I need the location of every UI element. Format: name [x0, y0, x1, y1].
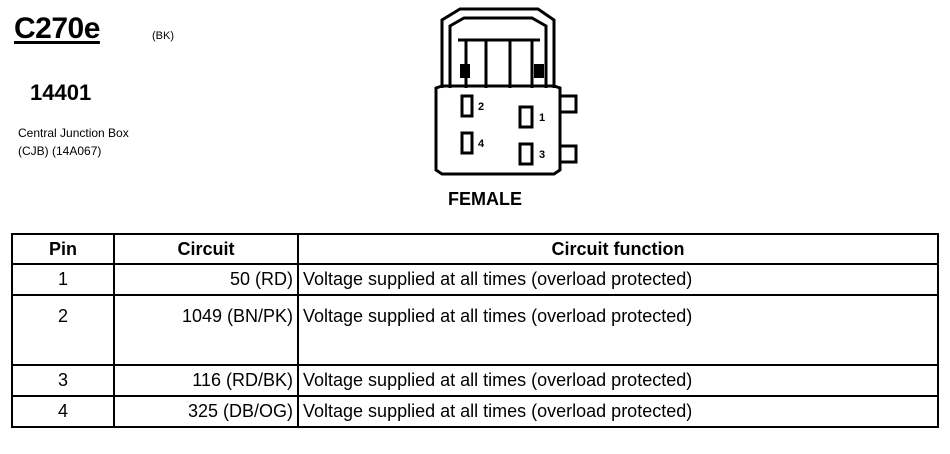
- function-cell: Voltage supplied at all times (overload …: [297, 395, 939, 428]
- function-cell: Voltage supplied at all times (overload …: [297, 364, 939, 397]
- pin-cell: 4: [11, 395, 115, 428]
- header-pin: Pin: [11, 233, 115, 265]
- cavity-3: [518, 142, 534, 166]
- pin-cell: 2: [11, 294, 115, 366]
- pinout-table: Pin Circuit Circuit function 1 50 (RD) V…: [11, 233, 939, 428]
- connector-body: [434, 84, 562, 176]
- connector-color: (BK): [152, 30, 174, 42]
- side-tab-lower: [560, 144, 578, 164]
- table-header-row: Pin Circuit Circuit function: [11, 233, 939, 265]
- table-row: 1 50 (RD) Voltage supplied at all times …: [11, 263, 939, 296]
- connector-face-diagram: 2 1 4 3: [434, 7, 578, 176]
- cavity-label-3: 3: [539, 149, 545, 161]
- latch-outer: [440, 7, 556, 88]
- cavity-4: [460, 131, 474, 155]
- circuit-cell: 325 (DB/OG): [113, 395, 299, 428]
- cavity-label-4: 4: [478, 138, 485, 150]
- function-cell: Voltage supplied at all times (overload …: [297, 294, 939, 366]
- part-number: 14401: [30, 80, 92, 105]
- pin-cell: 3: [11, 364, 115, 397]
- latch-lug-left: [460, 64, 470, 78]
- header-circuit: Circuit: [113, 233, 299, 265]
- description-line-2: (CJB) (14A067): [18, 144, 102, 158]
- cavity-label-1: 1: [539, 112, 545, 124]
- circuit-cell: 50 (RD): [113, 263, 299, 296]
- description-line-1: Central Junction Box: [18, 126, 129, 140]
- header-circuit-function: Circuit function: [297, 233, 939, 265]
- table-row: 3 116 (RD/BK) Voltage supplied at all ti…: [11, 364, 939, 397]
- pin-cell: 1: [11, 263, 115, 296]
- side-tab-upper: [560, 94, 578, 114]
- circuit-cell: 1049 (BN/PK): [113, 294, 299, 366]
- table-row: 4 325 (DB/OG) Voltage supplied at all ti…: [11, 395, 939, 428]
- table-row: 2 1049 (BN/PK) Voltage supplied at all t…: [11, 294, 939, 366]
- connector-gender-label: FEMALE: [448, 189, 522, 209]
- latch-inner: [448, 16, 548, 88]
- latch-lug-right: [534, 64, 544, 78]
- function-cell: Voltage supplied at all times (overload …: [297, 263, 939, 296]
- cavity-label-2: 2: [478, 101, 484, 113]
- circuit-cell: 116 (RD/BK): [113, 364, 299, 397]
- cavity-2: [460, 94, 474, 118]
- cavity-1: [518, 105, 534, 129]
- connector-id: C270e: [14, 12, 100, 45]
